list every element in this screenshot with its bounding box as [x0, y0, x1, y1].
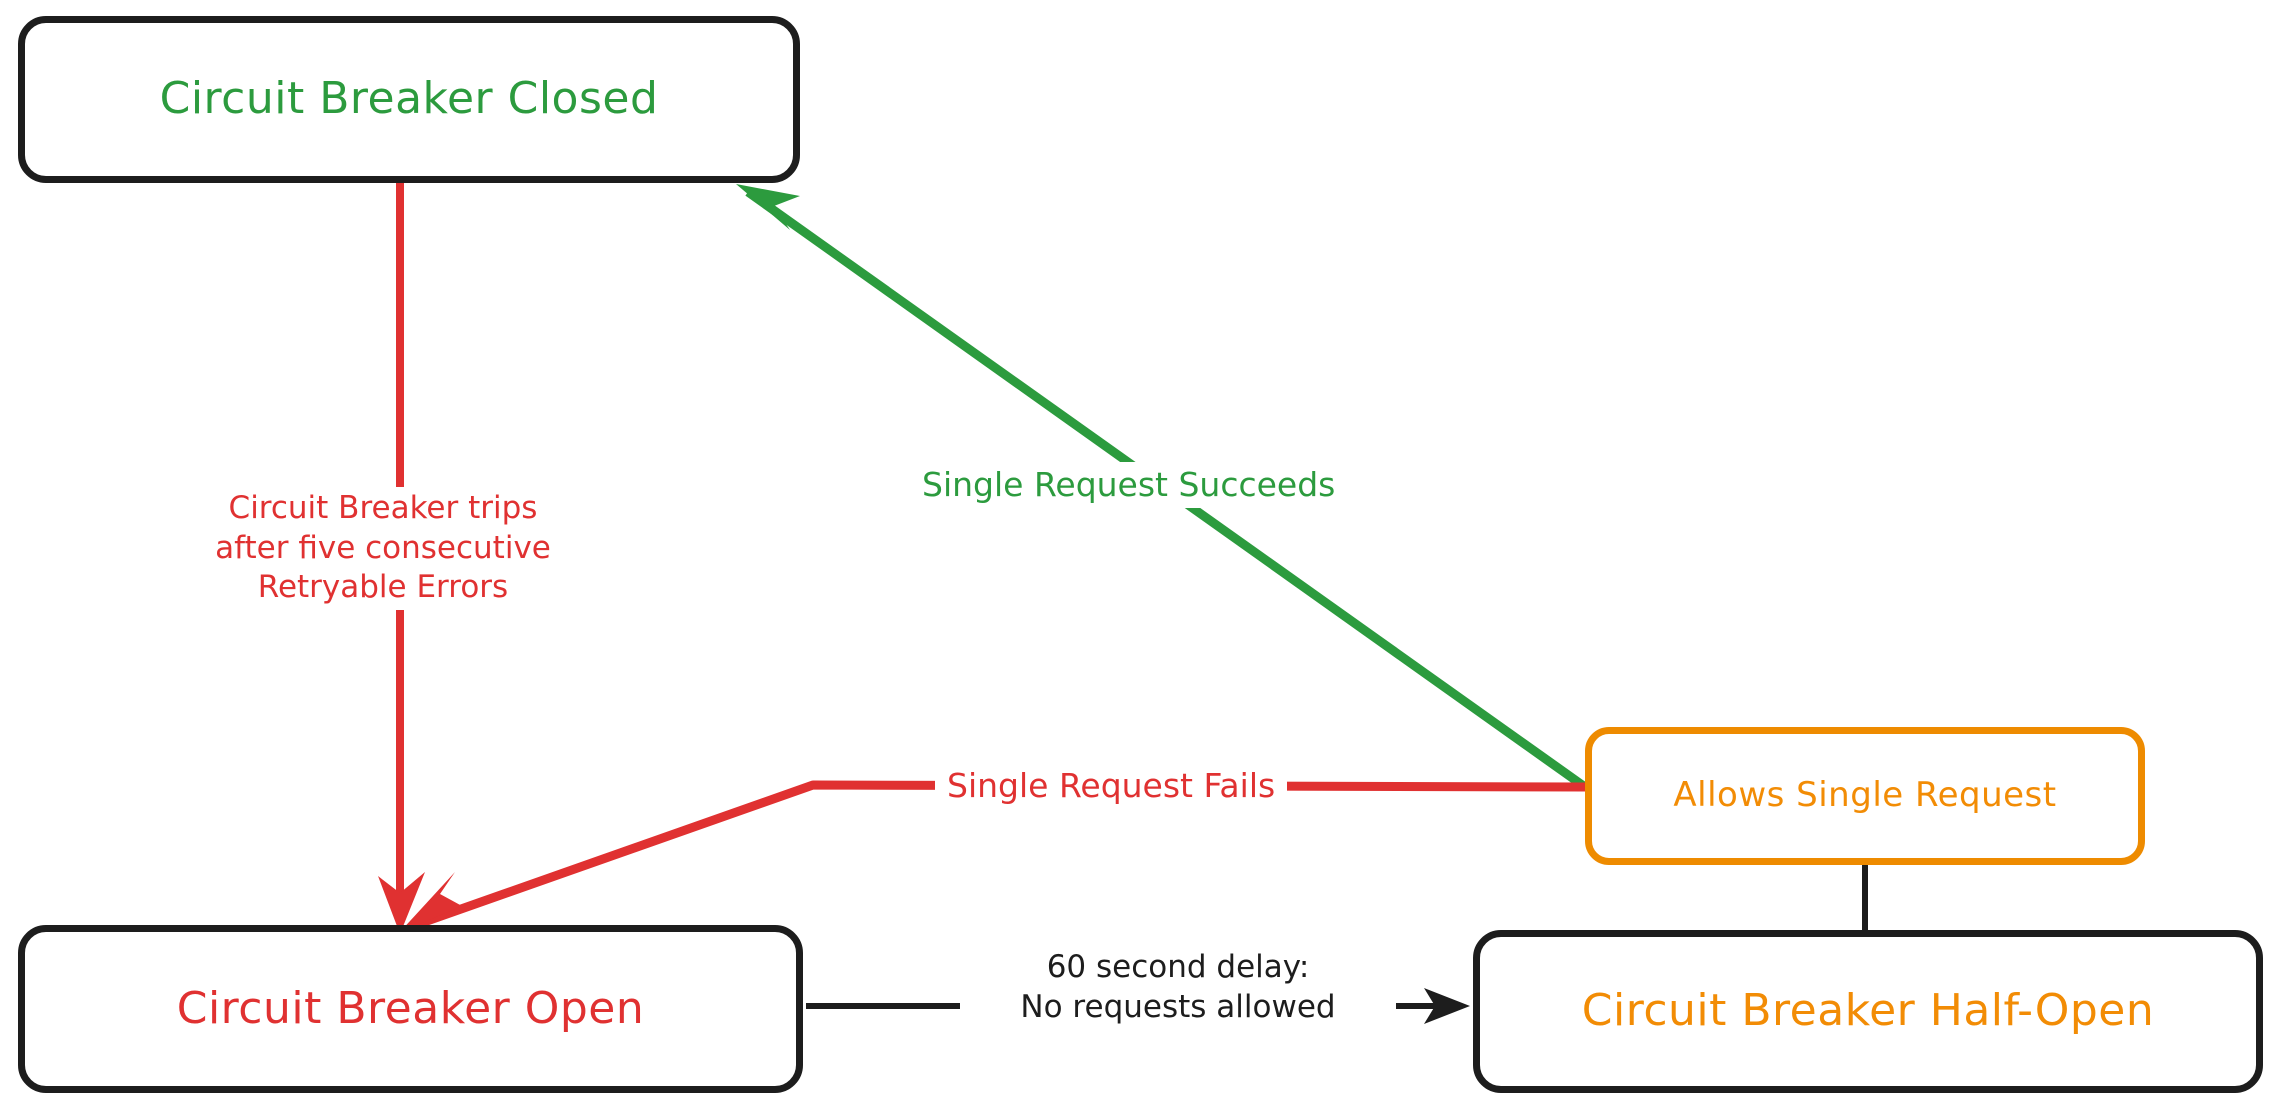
node-circuit-breaker-closed[interactable]: Circuit Breaker Closed — [18, 16, 800, 183]
edge-label-line: Single Request Succeeds — [922, 465, 1336, 504]
edge-label-line: Circuit Breaker trips — [228, 490, 538, 526]
edge-label-line: 60 second delay: — [1046, 949, 1310, 985]
arrowhead-closed-to-open — [378, 872, 425, 934]
edge-label-single-request-succeeds: Single Request Succeeds — [912, 462, 1346, 509]
node-allows-single-request[interactable]: Allows Single Request — [1585, 727, 2145, 865]
node-circuit-breaker-half-open[interactable]: Circuit Breaker Half-Open — [1473, 930, 2263, 1093]
edge-label-line: No requests allowed — [1020, 988, 1336, 1025]
node-circuit-breaker-half-open-label: Circuit Breaker Half-Open — [1581, 985, 2155, 1037]
edge-label-60-second-delay: 60 second delay: No requests allowed — [960, 946, 1396, 1030]
node-circuit-breaker-closed-label: Circuit Breaker Closed — [159, 73, 659, 125]
edge-allows-to-open — [399, 780, 1586, 933]
edge-label-line: Single Request Fails — [947, 766, 1276, 805]
node-circuit-breaker-open-label: Circuit Breaker Open — [176, 982, 645, 1034]
edge-label-line: Retryable Errors — [257, 569, 509, 606]
arrowhead-open-to-half-open — [1424, 988, 1470, 1024]
arrowhead-allows-to-closed — [736, 184, 800, 230]
node-allows-single-request-label: Allows Single Request — [1673, 775, 2057, 816]
edge-label-single-request-fails: Single Request Fails — [935, 762, 1288, 811]
edge-label-line: after five consecutive — [215, 529, 551, 566]
node-circuit-breaker-open[interactable]: Circuit Breaker Open — [18, 925, 803, 1093]
arrowhead-allows-to-open — [399, 872, 462, 933]
edge-label-circuit-breaker-trips: Circuit Breaker trips after five consecu… — [178, 487, 588, 611]
